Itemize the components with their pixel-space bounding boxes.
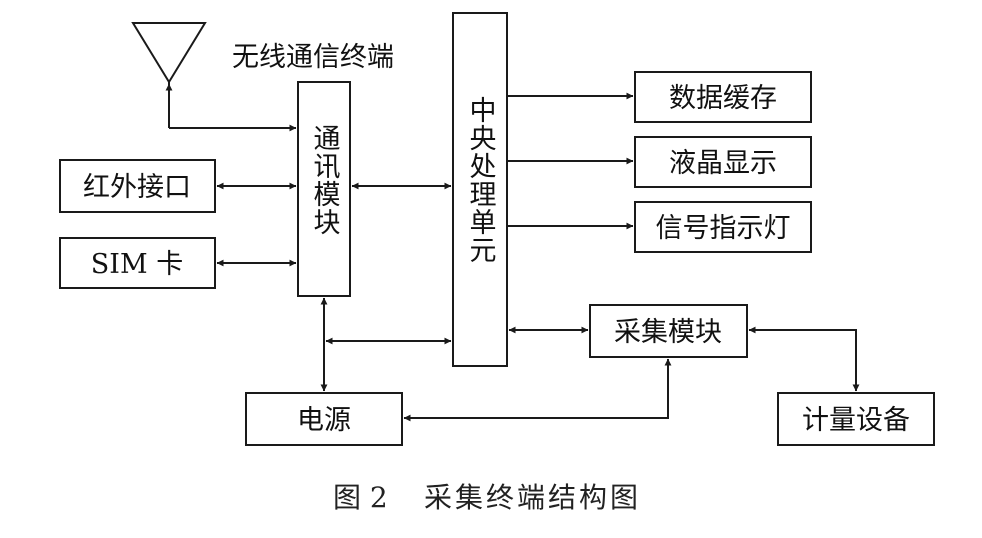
signal-light-box: 信号指示灯: [634, 201, 812, 253]
comm-module-label: 通讯模块: [309, 124, 341, 236]
cpu-box: 中央处理单元: [452, 12, 508, 367]
acquisition-module-label: 采集模块: [614, 317, 722, 348]
lcd-display-box: 液晶显示: [634, 136, 812, 188]
sim-card-label: SIM 卡: [91, 249, 183, 280]
antenna-icon: [131, 22, 207, 90]
figure-title: 采集终端结构图: [424, 481, 641, 514]
wireless-terminal-label: 无线通信终端: [232, 42, 394, 73]
lcd-display-label: 液晶显示: [669, 148, 777, 179]
data-cache-box: 数据缓存: [634, 71, 812, 123]
figure-number: 图 2: [333, 481, 388, 514]
power-label: 电源: [297, 405, 351, 436]
metering-device-box: 计量设备: [777, 392, 935, 446]
power-acquisition-link: [403, 358, 672, 422]
infrared-interface-label: 红外接口: [83, 172, 191, 203]
acquisition-meter-link: [748, 326, 860, 392]
signal-light-label: 信号指示灯: [656, 213, 791, 244]
power-box: 电源: [245, 392, 403, 446]
data-cache-label: 数据缓存: [669, 83, 777, 114]
acquisition-module-box: 采集模块: [589, 304, 748, 358]
sim-card-box: SIM 卡: [59, 237, 216, 289]
infrared-interface-box: 红外接口: [59, 159, 216, 213]
comm-module-box: 通讯模块: [297, 81, 351, 297]
metering-device-label: 计量设备: [802, 405, 910, 436]
figure-caption: 图 2 采集终端结构图: [333, 481, 641, 514]
cpu-label: 中央处理单元: [465, 96, 497, 264]
